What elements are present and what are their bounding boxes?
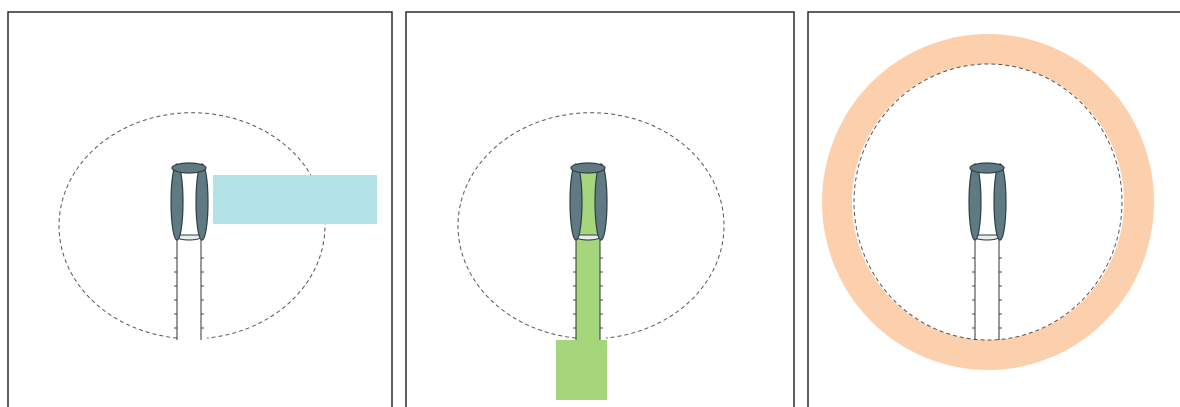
panel-1-canvas [7, 11, 393, 407]
diagram-panel-3 [802, 0, 1180, 407]
panel-3-frame [807, 11, 1180, 407]
panel-2-frame [405, 11, 795, 407]
panel-1-dashed-boundary [58, 112, 326, 339]
diagram-panel-1 [0, 0, 394, 407]
panel-3-canvas [807, 11, 1180, 407]
panel-3-orange-ring [822, 34, 1154, 370]
panel-1-column [170, 162, 209, 241]
panel-3-pipe [972, 237, 1002, 340]
panel-2-column [569, 162, 608, 241]
diagram-panel-2 [400, 0, 798, 407]
panel-1-cyan-highlight [213, 175, 377, 224]
panel-3-column [968, 162, 1007, 241]
panel-2-pipe [573, 237, 603, 340]
panel-1-pipe [174, 237, 204, 340]
panel-2-canvas [405, 11, 795, 407]
panel-2-dashed-boundary [457, 112, 725, 339]
panel-1-frame [7, 11, 393, 407]
panel-3-dashed-boundary [853, 63, 1123, 341]
